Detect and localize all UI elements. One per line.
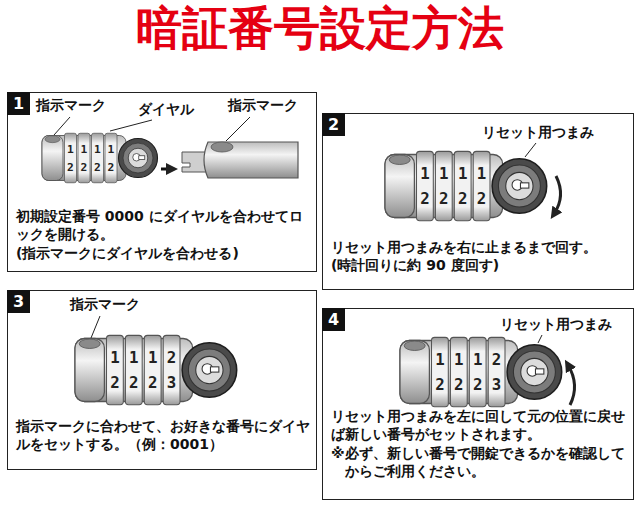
instruction-text: (時計回りに約 90 度回す) (331, 256, 627, 274)
dial-label: ダイヤル (138, 101, 194, 117)
indicator-label: 指示マーク (36, 97, 106, 113)
note-text: ※必ず、新しい番号で開錠できるかを確認してからご利用ください。 (331, 444, 627, 481)
instruction-text: リセット用つまみを左に回して元の位置に戻せば新しい番号がセットされます。 (331, 407, 627, 444)
dial-digits: 2222 (420, 190, 496, 209)
dial-digits: 1111 (67, 143, 121, 157)
instruction-text: リセット用つまみを右に止まるまで回す。 (331, 238, 627, 256)
step-text-area: 初期設定番号 0000 にダイヤルを合わせてロックを開ける。(指示マークにダイヤ… (16, 207, 310, 262)
dial-digits: 2223 (435, 376, 511, 395)
indicator-label: 指示マーク (70, 296, 140, 312)
step-number: 3 (7, 290, 30, 313)
dial-digits: 1112 (110, 349, 186, 368)
dial-digits: 1111 (420, 165, 496, 184)
instruction-text: 初期設定番号 0000 にダイヤルを合わせてロックを開ける。 (16, 207, 310, 244)
step-number-text: 2 (328, 117, 339, 133)
step-number-text: 4 (328, 312, 339, 328)
dial-digits: 2222 (67, 161, 121, 175)
step-number-text: 1 (13, 96, 24, 112)
step-text-area: リセット用つまみを右に止まるまで回す。(時計回りに約 90 度回す) (331, 238, 627, 275)
title: 暗証番号設定方法 (0, 3, 640, 54)
indicator-label: 指示マーク (228, 97, 298, 113)
instruction-text: 指示マークに合わせて、お好きな番号にダイヤルをセットする。（例：0001） (16, 417, 310, 454)
step-panel: リセット用つまみを左に回して元の位置に戻せば新しい番号がセットされます。※必ず、… (322, 308, 634, 500)
instruction-text: (指示マークにダイヤルを合わせる) (16, 244, 310, 262)
step-number: 1 (7, 92, 30, 115)
step-number-text: 3 (13, 294, 24, 310)
dial-digits: 2223 (110, 374, 186, 393)
step-text-area: 指示マークに合わせて、お好きな番号にダイヤルをセットする。（例：0001） (16, 417, 310, 454)
reset-knob-label: リセット用つまみ (482, 124, 594, 140)
step-number: 4 (322, 308, 345, 331)
step-text-area: リセット用つまみを左に回して元の位置に戻せば新しい番号がセットされます。※必ず、… (331, 407, 627, 481)
reset-knob-label: リセット用つまみ (500, 316, 612, 332)
step-panel: 初期設定番号 0000 にダイヤルを合わせてロックを開ける。(指示マークにダイヤ… (7, 92, 317, 272)
step-number: 2 (322, 113, 345, 136)
dial-digits: 1112 (435, 351, 511, 370)
